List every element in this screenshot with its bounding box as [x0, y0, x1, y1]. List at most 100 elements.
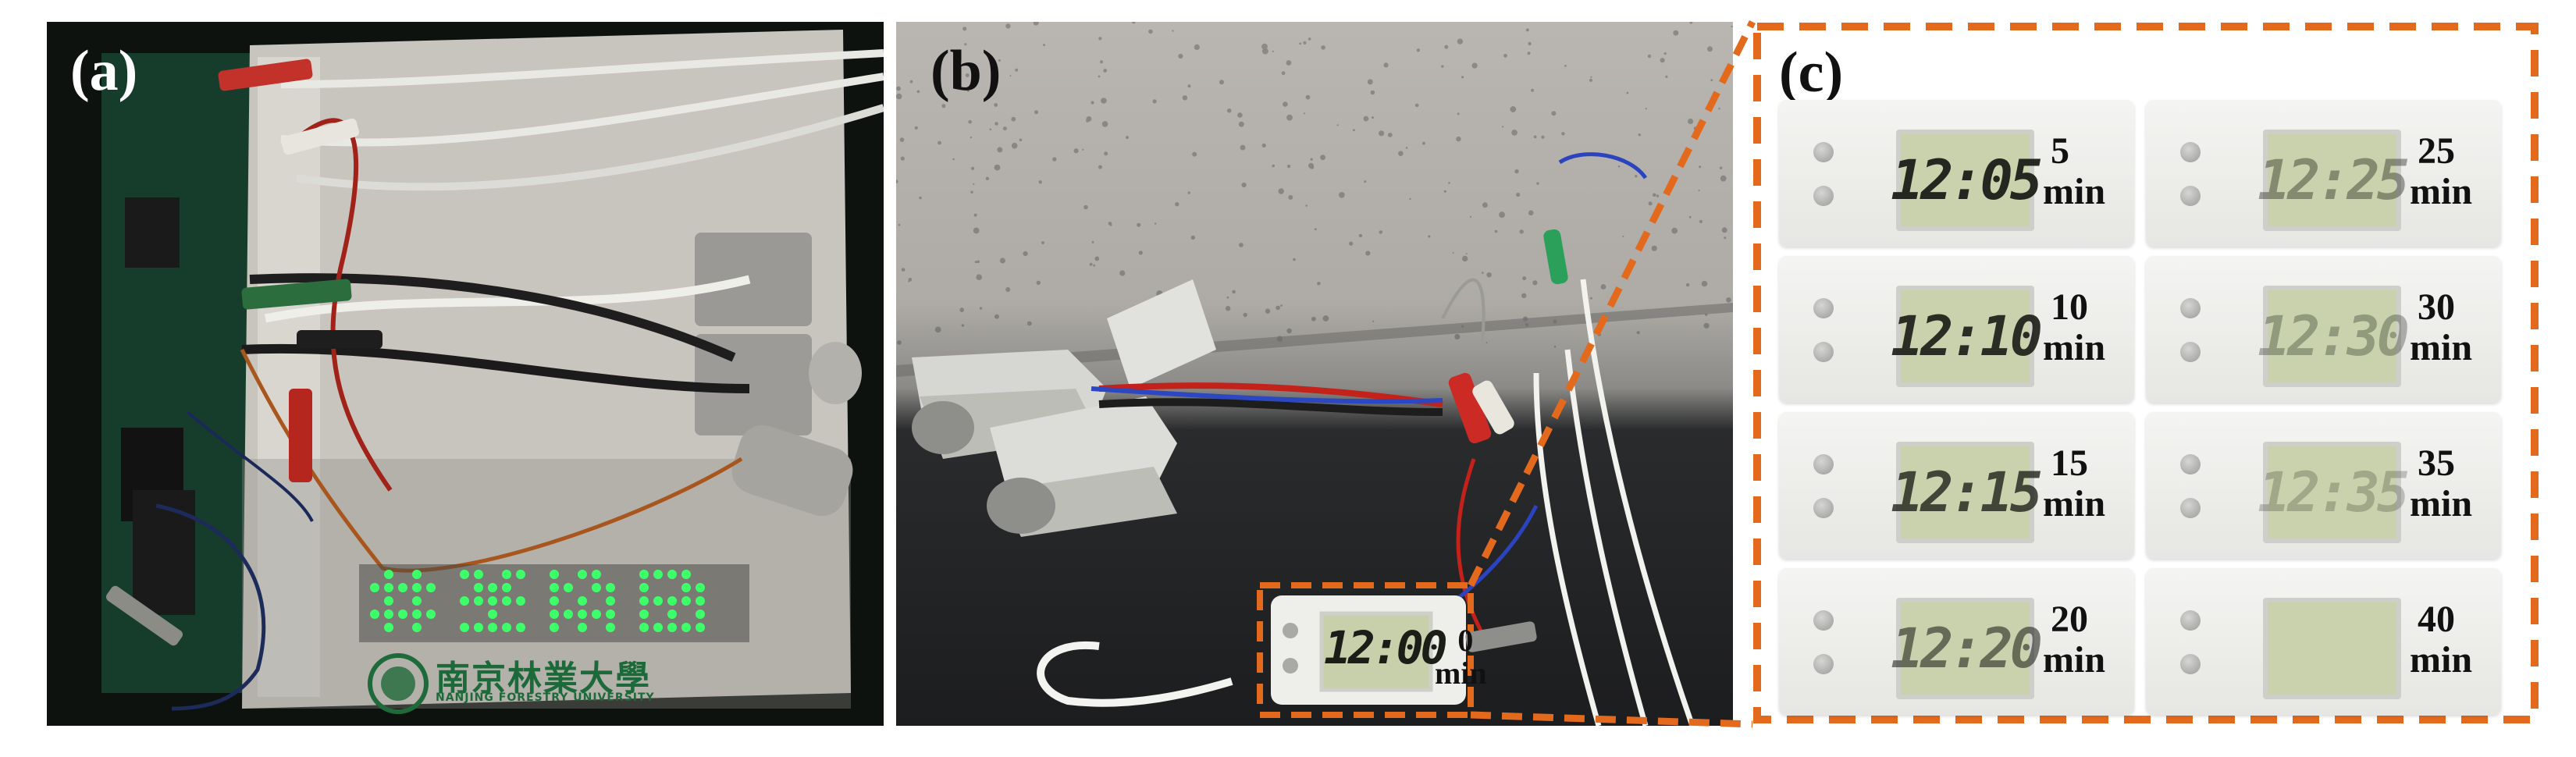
- breadboard-strip: [258, 57, 320, 697]
- led-dot: [606, 623, 615, 632]
- lcd-screen: 12:25: [2258, 130, 2410, 231]
- green-clip: [1543, 229, 1568, 285]
- led-dot: [412, 610, 422, 619]
- lcd-screen: 12:15: [1891, 442, 2043, 543]
- led-dot: [474, 570, 483, 579]
- clock-button: [1813, 654, 1834, 674]
- led-dot: [681, 583, 691, 592]
- minute-value: 0: [1457, 623, 1474, 658]
- led-dot: [653, 570, 663, 579]
- clock-button: [2180, 654, 2201, 674]
- led-dot: [564, 610, 573, 619]
- circuit-photo: [101, 30, 884, 714]
- led-dot: [502, 596, 511, 606]
- led-dot: [606, 610, 615, 619]
- led-dot: [398, 610, 407, 619]
- clock-button: [2180, 298, 2201, 318]
- led-dot: [370, 583, 379, 592]
- connector-block: [133, 490, 195, 615]
- led-dot: [550, 610, 559, 619]
- clock-button: [2180, 610, 2201, 631]
- setup-photo: [896, 22, 1733, 726]
- university-seal: [368, 653, 429, 714]
- lcd-screen: 12:30: [2258, 286, 2410, 387]
- led-dot: [460, 570, 469, 579]
- led-dot: [681, 596, 691, 606]
- led-dot: [412, 583, 422, 592]
- university-logo-en: NANJING FORESTRY UNIVERSITY: [436, 691, 655, 704]
- clock-button: [1813, 610, 1834, 631]
- led-dot: [550, 596, 559, 606]
- clock-button: [1813, 142, 1834, 162]
- elapsed-minutes: 40: [2418, 599, 2455, 640]
- led-dot: [384, 583, 393, 592]
- clock-button: [2180, 498, 2201, 518]
- zoom-frame: [1753, 23, 2539, 723]
- lcd-clock-screen: [1319, 611, 1433, 692]
- led-dot: [550, 583, 559, 592]
- led-dot: [592, 583, 601, 592]
- teng-device: [731, 425, 853, 517]
- led-dot: [653, 623, 663, 632]
- led-dot: [639, 610, 649, 619]
- led-dot: [460, 596, 469, 606]
- led-dot: [592, 610, 601, 619]
- led-dot: [426, 610, 436, 619]
- led-dot: [516, 623, 525, 632]
- led-dot: [460, 623, 469, 632]
- clock-button: [1813, 498, 1834, 518]
- led-dot: [474, 623, 483, 632]
- led-dot: [667, 596, 677, 606]
- white-clip: [280, 118, 360, 155]
- photo-panel-a: 南京林業大學 NANJING FORESTRY UNIVERSITY (a): [47, 22, 884, 726]
- led-dot: [384, 596, 393, 606]
- lcd-screen: [2263, 598, 2401, 699]
- pinch-clip: [987, 396, 1177, 537]
- led-dot: [578, 623, 587, 632]
- minute-unit: min: [1435, 656, 1487, 691]
- panel-label-b: (b): [930, 39, 1002, 103]
- led-dot: [564, 583, 573, 592]
- teng-device: [695, 334, 812, 435]
- led-dot: [412, 570, 422, 579]
- led-dot: [696, 623, 705, 632]
- clock-time-display: 12:00: [1324, 621, 1448, 674]
- led-dot: [488, 623, 497, 632]
- teng-device: [695, 233, 812, 326]
- led-dot: [667, 610, 677, 619]
- university-logo-cn: 南京林業大學: [436, 659, 651, 698]
- connector-block: [125, 197, 180, 268]
- led-dot: [696, 610, 705, 619]
- led-dot: [578, 596, 587, 606]
- led-dot: [606, 596, 615, 606]
- led-dot: [412, 623, 422, 632]
- led-dot: [639, 596, 649, 606]
- elapsed-minutes: 20: [2051, 599, 2088, 640]
- lcd-screen: 12:05: [1891, 130, 2043, 231]
- red-clip: [218, 59, 313, 91]
- led-matrix: [359, 564, 749, 642]
- led-dot: [681, 570, 691, 579]
- photo-panel-b: 12:00 0 min (b): [896, 22, 1733, 726]
- led-dot: [384, 610, 393, 619]
- elapsed-unit: min: [2043, 327, 2106, 368]
- elapsed-minutes: 15: [2051, 442, 2088, 484]
- lcd-screen: 12:10: [1891, 286, 2043, 387]
- keyring: [1037, 641, 1233, 707]
- led-dot: [550, 623, 559, 632]
- green-clip: [241, 279, 352, 310]
- black-clip: [297, 330, 382, 349]
- lcd-screen: 12:35: [2258, 442, 2410, 543]
- elapsed-minutes: 10: [2051, 286, 2088, 328]
- elapsed-minutes: 5: [2051, 130, 2069, 172]
- clock-button: [1813, 298, 1834, 318]
- led-dot: [696, 583, 705, 592]
